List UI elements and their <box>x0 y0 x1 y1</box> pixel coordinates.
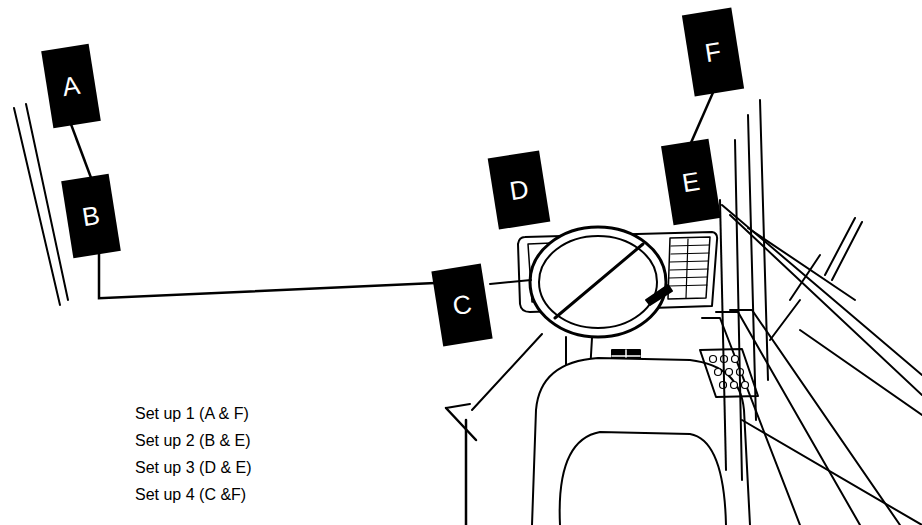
control-stalk <box>646 285 672 305</box>
driver-seat <box>532 358 750 525</box>
pole <box>465 420 468 525</box>
window-frame <box>722 205 922 375</box>
setup-note: Set up 2 (B & E) <box>135 427 252 454</box>
pole <box>446 408 476 440</box>
position-letter: D <box>508 176 531 205</box>
position-letter: C <box>451 291 474 320</box>
steering-wheel-inner <box>539 236 657 328</box>
door-pillar <box>735 140 742 480</box>
button <box>742 382 749 389</box>
mount-pole <box>99 252 435 298</box>
button <box>720 382 727 389</box>
position-letter: B <box>80 202 101 230</box>
window-frame <box>770 300 800 340</box>
window-frame <box>748 228 855 300</box>
setup-note: Set up 3 (D & E) <box>135 454 252 481</box>
camera-box: D <box>488 150 551 229</box>
camera-box: E <box>661 139 721 226</box>
mount-pole <box>691 92 713 142</box>
seat-cushion <box>560 432 726 525</box>
vent-slats <box>669 239 709 298</box>
position-letter: F <box>703 38 723 66</box>
buttons <box>710 356 749 389</box>
wheel-bracket <box>472 334 542 410</box>
camera-box: C <box>431 264 492 347</box>
setup-note: Set up 1 (A & F) <box>135 400 252 427</box>
vent-grille <box>668 237 710 299</box>
mount-pole <box>71 124 91 177</box>
button <box>710 356 717 363</box>
button <box>715 369 722 376</box>
button-panel <box>700 349 758 397</box>
window-pillar <box>26 104 68 300</box>
position-letter: E <box>680 168 701 196</box>
mount-arm <box>490 280 531 284</box>
window-frame <box>790 255 820 300</box>
button <box>732 356 739 363</box>
steering-spoke <box>555 244 643 318</box>
door-pillar <box>748 115 756 420</box>
camera-box: B <box>61 174 121 259</box>
door-pillar <box>720 200 726 470</box>
console-edge <box>716 312 860 525</box>
camera-box: F <box>682 8 744 97</box>
button <box>726 369 733 376</box>
setup-note: Set up 4 (C &F) <box>135 481 252 508</box>
position-letter: A <box>60 72 81 100</box>
window-pillar <box>14 108 60 305</box>
camera-box: A <box>41 44 101 129</box>
steering-wheel <box>530 227 666 337</box>
button <box>731 382 738 389</box>
window-frame <box>742 420 922 525</box>
pole <box>446 404 470 408</box>
label-list: Set up 1 (A & F)Set up 2 (B & E)Set up 3… <box>135 400 252 508</box>
window-frame <box>800 330 922 415</box>
window-frame <box>730 215 922 395</box>
window-frame <box>832 222 862 280</box>
